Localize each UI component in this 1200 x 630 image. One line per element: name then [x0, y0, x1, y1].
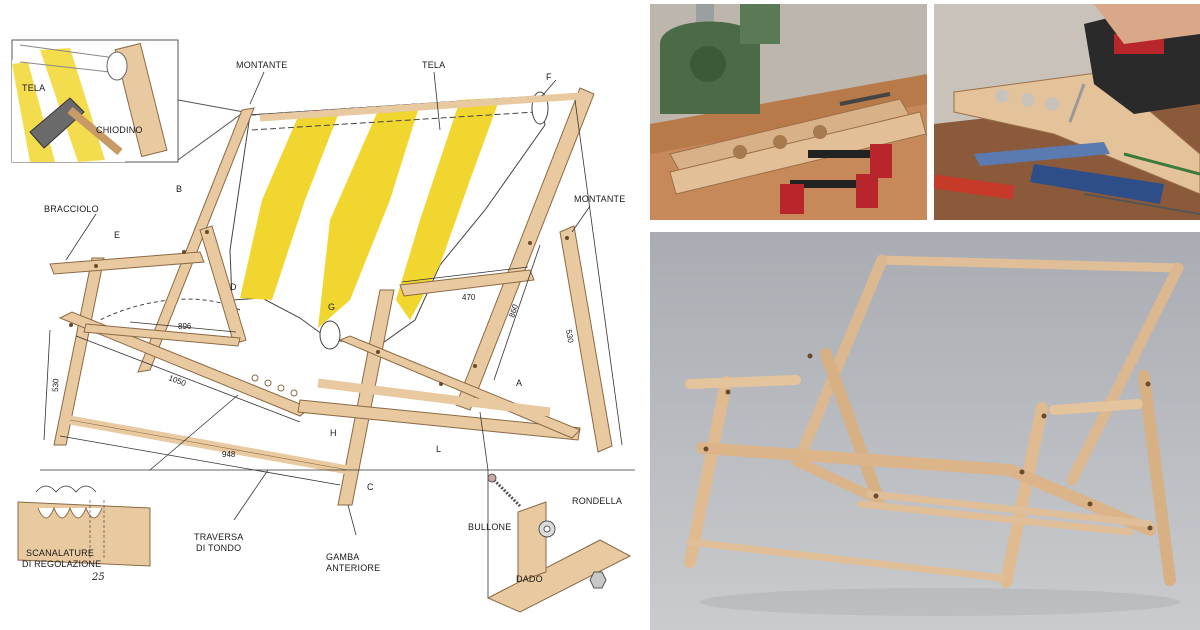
- bolt-dots: [69, 230, 569, 386]
- label-l: L: [436, 444, 441, 454]
- dim-948: 948: [222, 450, 236, 459]
- dim-530-right: 530: [564, 329, 575, 344]
- detail-adjustment-notches: SCANALATURE DI REGOLAZIONE 25: [17, 485, 151, 583]
- label-f: F: [546, 72, 552, 82]
- photo-assembled-frame: [650, 232, 1200, 630]
- round-crossbars: [69, 92, 581, 475]
- dim-530-left: 530: [51, 378, 60, 392]
- jigsaw-scene: [934, 4, 1200, 220]
- dim-896: 896: [178, 322, 192, 331]
- label-d: D: [230, 282, 237, 292]
- label-g: G: [328, 302, 335, 312]
- dim-470: 470: [462, 293, 476, 302]
- dim-25: 25: [91, 572, 105, 583]
- dimension-lines: [43, 99, 623, 486]
- nut-icon: [589, 571, 607, 589]
- label-di-tondo: DI TONDO: [196, 543, 241, 553]
- wooden-frame: [49, 87, 613, 506]
- label-traversa: TRAVERSA: [194, 532, 243, 542]
- label-a: A: [516, 378, 522, 388]
- label-tela-main: TELA: [422, 60, 445, 70]
- deckchair-diagram: TELA CHIODINO: [11, 39, 635, 613]
- label-bracciolo: BRACCIOLO: [44, 204, 99, 214]
- label-b: B: [176, 184, 182, 194]
- label-e: E: [114, 230, 120, 240]
- dim-860: 860: [507, 303, 520, 319]
- leader-lines: [40, 71, 635, 598]
- label-chiodino: CHIODINO: [96, 125, 143, 135]
- label-bullone: BULLONE: [468, 522, 511, 532]
- notches: [251, 374, 298, 397]
- photo-jigsaw: [934, 4, 1200, 220]
- drill-press-scene: [650, 4, 927, 220]
- label-di-regolazione: DI REGOLAZIONE: [22, 559, 101, 569]
- label-rondella: RONDELLA: [572, 496, 622, 506]
- label-montante-right: MONTANTE: [574, 194, 625, 204]
- label-c: C: [367, 482, 374, 492]
- frame-scene: [650, 232, 1200, 630]
- label-dado: DADO: [516, 574, 543, 584]
- label-scanalature: SCANALATURE: [26, 548, 94, 558]
- photo-drill-press: [650, 4, 927, 220]
- label-h: H: [330, 428, 337, 438]
- label-montante-top: MONTANTE: [236, 60, 287, 70]
- label-gamba: GAMBA: [326, 552, 360, 562]
- label-tela-inset: TELA: [22, 83, 45, 93]
- detail-bolt-assembly: RONDELLA BULLONE DADO: [468, 473, 632, 613]
- dim-1050: 1050: [167, 373, 187, 388]
- bolt-icon: [487, 473, 497, 483]
- detail-inset-fabric: TELA CHIODINO: [11, 39, 245, 163]
- label-anteriore: ANTERIORE: [326, 563, 380, 573]
